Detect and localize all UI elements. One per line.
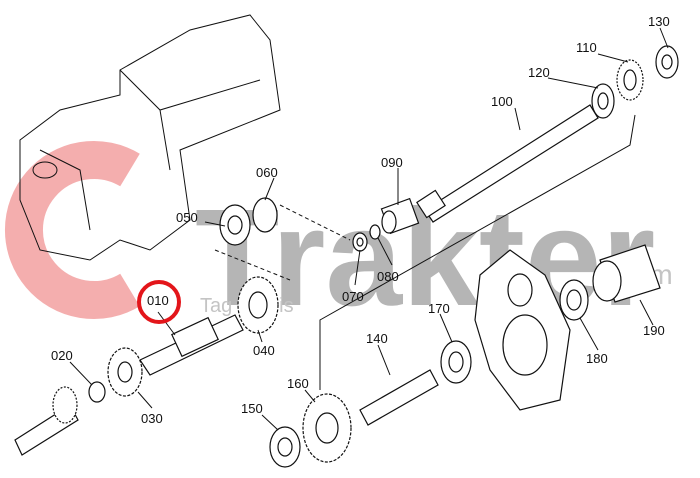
highlight-circle-010	[137, 280, 181, 324]
label-050[interactable]: 050	[176, 210, 198, 225]
part-050-bearing	[219, 204, 251, 246]
label-040[interactable]: 040	[253, 343, 275, 358]
part-030-gear	[107, 347, 143, 397]
label-070[interactable]: 070	[342, 289, 364, 304]
part-040-gear	[237, 276, 279, 334]
watermark-tagline-left: Tag	[200, 295, 232, 317]
label-180[interactable]: 180	[586, 351, 608, 366]
label-150[interactable]: 150	[241, 401, 263, 416]
part-110-gear	[616, 59, 644, 101]
part-060-snap-ring	[252, 197, 278, 233]
part-120-bearing	[591, 83, 615, 119]
assembly-arrow-line	[319, 114, 636, 390]
part-170-bearing	[440, 340, 472, 384]
part-070-washer	[352, 232, 368, 252]
label-010[interactable]: 010	[147, 293, 169, 308]
label-170[interactable]: 170	[428, 301, 450, 316]
label-190[interactable]: 190	[643, 323, 665, 338]
transmission-housing	[19, 14, 281, 261]
label-140[interactable]: 140	[366, 331, 388, 346]
part-150-bearing	[269, 426, 301, 468]
label-160[interactable]: 160	[287, 376, 309, 391]
label-120[interactable]: 120	[528, 65, 550, 80]
label-020[interactable]: 020	[51, 348, 73, 363]
part-100-shaft	[416, 104, 599, 223]
label-130[interactable]: 130	[648, 14, 670, 29]
leader-lines	[69, 27, 669, 431]
part-080-circlip	[369, 224, 381, 240]
part-090-bearing	[380, 197, 420, 235]
input-shaft	[14, 386, 79, 456]
part-190-sleeve	[592, 244, 661, 303]
label-110[interactable]: 110	[576, 40, 597, 55]
part-180-seal	[559, 279, 589, 321]
part-020-bearing	[88, 381, 106, 403]
label-090[interactable]: 090	[381, 155, 403, 170]
label-100[interactable]: 100	[491, 94, 513, 109]
label-080[interactable]: 080	[377, 269, 399, 284]
label-060[interactable]: 060	[256, 165, 278, 180]
part-010-shaft	[139, 314, 244, 376]
label-030[interactable]: 030	[141, 411, 163, 426]
rear-cover	[474, 249, 571, 411]
part-140-shaft	[359, 369, 439, 426]
part-130-bearing	[655, 45, 679, 79]
part-160-gear	[302, 393, 352, 463]
watermark-logo-icon	[5, 141, 140, 319]
